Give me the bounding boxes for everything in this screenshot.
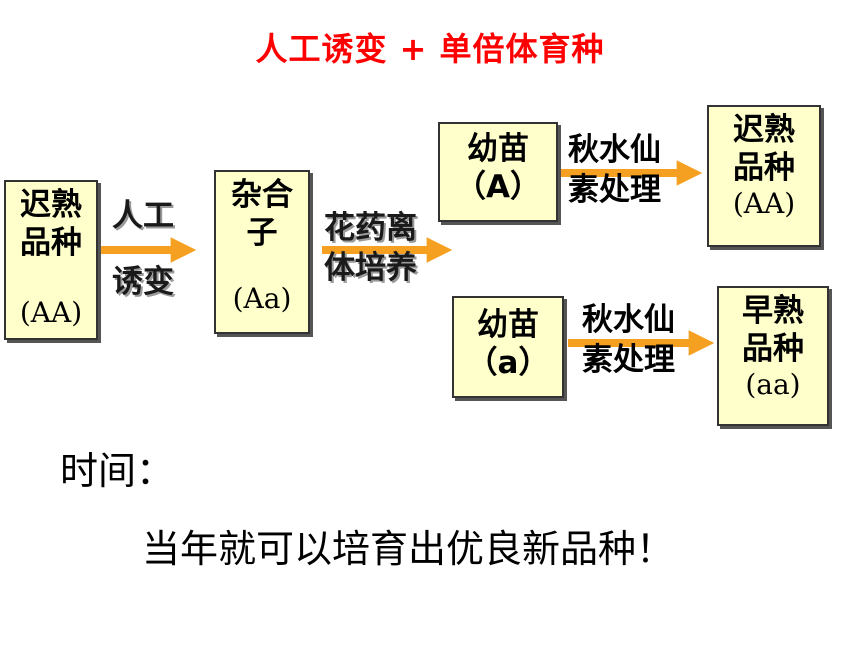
- label-mutation-line1: 人工: [112, 198, 174, 234]
- label-colchicine-bottom-line2: 素处理: [582, 342, 675, 378]
- box-seedling-A-genotype: （A）: [455, 169, 541, 205]
- box-seedling-A-line1: 幼苗: [467, 131, 529, 167]
- box-late-result-line2: 品种: [733, 150, 795, 186]
- label-colchicine-bottom-line1: 秋水仙: [582, 302, 675, 338]
- box-hybrid: 杂合 子 (Aa): [214, 170, 310, 334]
- label-mutation: 人工 诱变: [112, 196, 174, 302]
- label-anther-line2: 体培养: [324, 250, 417, 286]
- box-seedling-A: 幼苗 （A）: [438, 122, 558, 222]
- result-statement: 当年就可以培育出优良新品种！: [142, 527, 675, 571]
- box-early-result-line1: 早熟: [742, 293, 804, 329]
- diagram-title: 人工诱变 + 单倍体育种: [255, 30, 605, 68]
- box-hybrid-line2: 子: [246, 215, 278, 251]
- box-late-result-line1: 迟熟: [733, 112, 795, 148]
- box-early-result-genotype: (aa): [745, 368, 801, 401]
- box-hybrid-genotype: (Aa): [232, 282, 292, 315]
- label-colchicine-top-line2: 素处理: [568, 172, 661, 208]
- box-late-result-genotype: (AA): [732, 187, 796, 220]
- time-label: 时间：: [60, 449, 175, 493]
- box-late-parent: 迟熟 品种 (AA): [4, 180, 98, 340]
- box-late-parent-line2: 品种: [20, 225, 82, 261]
- box-seedling-a-genotype: （a）: [466, 345, 550, 381]
- box-late-parent-line1: 迟熟: [20, 187, 82, 223]
- box-late-parent-genotype: (AA): [19, 296, 83, 329]
- box-early-result-line2: 品种: [742, 331, 804, 367]
- label-colchicine-top: 秋水仙 素处理: [568, 130, 661, 210]
- label-anther-culture: 花药离 体培养: [324, 208, 417, 288]
- box-early-result: 早熟 品种 (aa): [717, 286, 829, 426]
- label-anther-line1: 花药离: [324, 210, 417, 246]
- label-colchicine-top-line1: 秋水仙: [568, 132, 661, 168]
- box-hybrid-line1: 杂合: [231, 177, 293, 213]
- box-seedling-a: 幼苗 （a）: [452, 296, 564, 398]
- box-late-result: 迟熟 品种 (AA): [707, 105, 821, 247]
- label-mutation-line2: 诱变: [112, 264, 174, 300]
- box-seedling-a-line1: 幼苗: [477, 307, 539, 343]
- label-colchicine-bottom: 秋水仙 素处理: [582, 300, 675, 380]
